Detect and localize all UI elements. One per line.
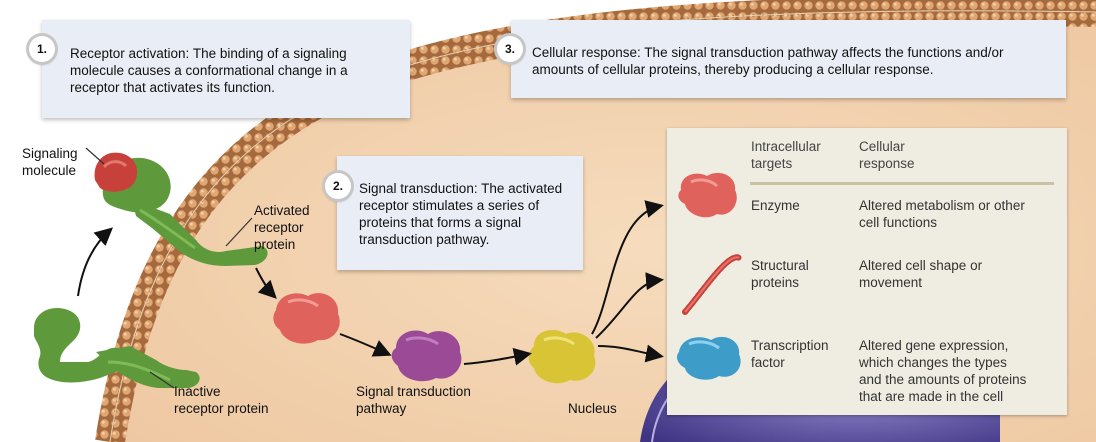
activated-receptor [94, 152, 268, 266]
step-2-box: Signal transduction: The activated recep… [337, 156, 583, 270]
header-response: Cellular response [859, 139, 915, 171]
arrow-to-transcription [597, 344, 664, 363]
step-3-text-line: amounts of cellular proteins, thereby pr… [532, 62, 934, 77]
arrow-activation [77, 227, 113, 297]
header-rule [750, 182, 1054, 185]
step-2-text-line: proteins that forms a signal [359, 215, 522, 230]
arrow-to-purple [339, 333, 392, 357]
pathway-protein-red [273, 293, 340, 344]
arrow-to-structural [595, 272, 664, 339]
step-3-text-line: Cellular response: The signal transducti… [532, 45, 1004, 60]
step-1-text-line: Receptor activation: The binding of a si… [70, 46, 347, 61]
row-transcription-target: Transcription factor [751, 338, 829, 370]
step-1-box: Receptor activation: The binding of a si… [42, 20, 410, 118]
step-2-text-line: receptor stimulates a series of [359, 198, 540, 213]
label-signaling-molecule: Signaling molecule [22, 146, 78, 178]
row-structural-target: Structural proteins [751, 258, 809, 290]
row-enzyme-target: Enzyme [751, 198, 800, 213]
header-targets: Intracellular targets [751, 139, 821, 171]
step-1-text-line: molecule causes a conformational change … [70, 63, 348, 78]
step-1-badge: 1. [29, 36, 55, 62]
label-activated-receptor: Activated receptor protein [254, 203, 310, 252]
row-enzyme-response: Altered metabolism or other cell functio… [859, 198, 1025, 230]
step-2-text-line: transduction pathway. [359, 232, 490, 247]
row-transcription-response: Altered gene expression, which changes t… [859, 338, 1027, 404]
step-1-text-line: receptor that activates its function. [70, 80, 275, 95]
step-3-box: Cellular response: The signal transducti… [511, 20, 1066, 98]
arrow-to-yellow [463, 347, 532, 366]
structural-protein-icon [682, 254, 742, 315]
arrow-to-enzyme [591, 200, 664, 335]
label-signal-pathway: Signal transduction pathway [356, 384, 471, 416]
arrow-to-red [255, 267, 277, 299]
step-2-text-line: Signal transduction: The activated [359, 181, 563, 196]
transcription-factor-icon [677, 336, 741, 380]
inactive-receptor [34, 308, 200, 388]
step-3-badge: 3. [497, 36, 523, 62]
targets-panel-art [677, 172, 742, 380]
label-inactive-receptor: Inactive receptor protein [174, 384, 269, 416]
pathway-protein-purple [391, 330, 462, 382]
label-nucleus: Nucleus [568, 401, 617, 416]
row-structural-response: Altered cell shape or movement [859, 258, 983, 290]
targets-panel: Intracellular targets Cellular response … [667, 128, 1067, 415]
step-2-badge: 2. [325, 173, 351, 199]
enzyme-icon [678, 172, 737, 218]
pathway-protein-yellow [528, 330, 596, 384]
